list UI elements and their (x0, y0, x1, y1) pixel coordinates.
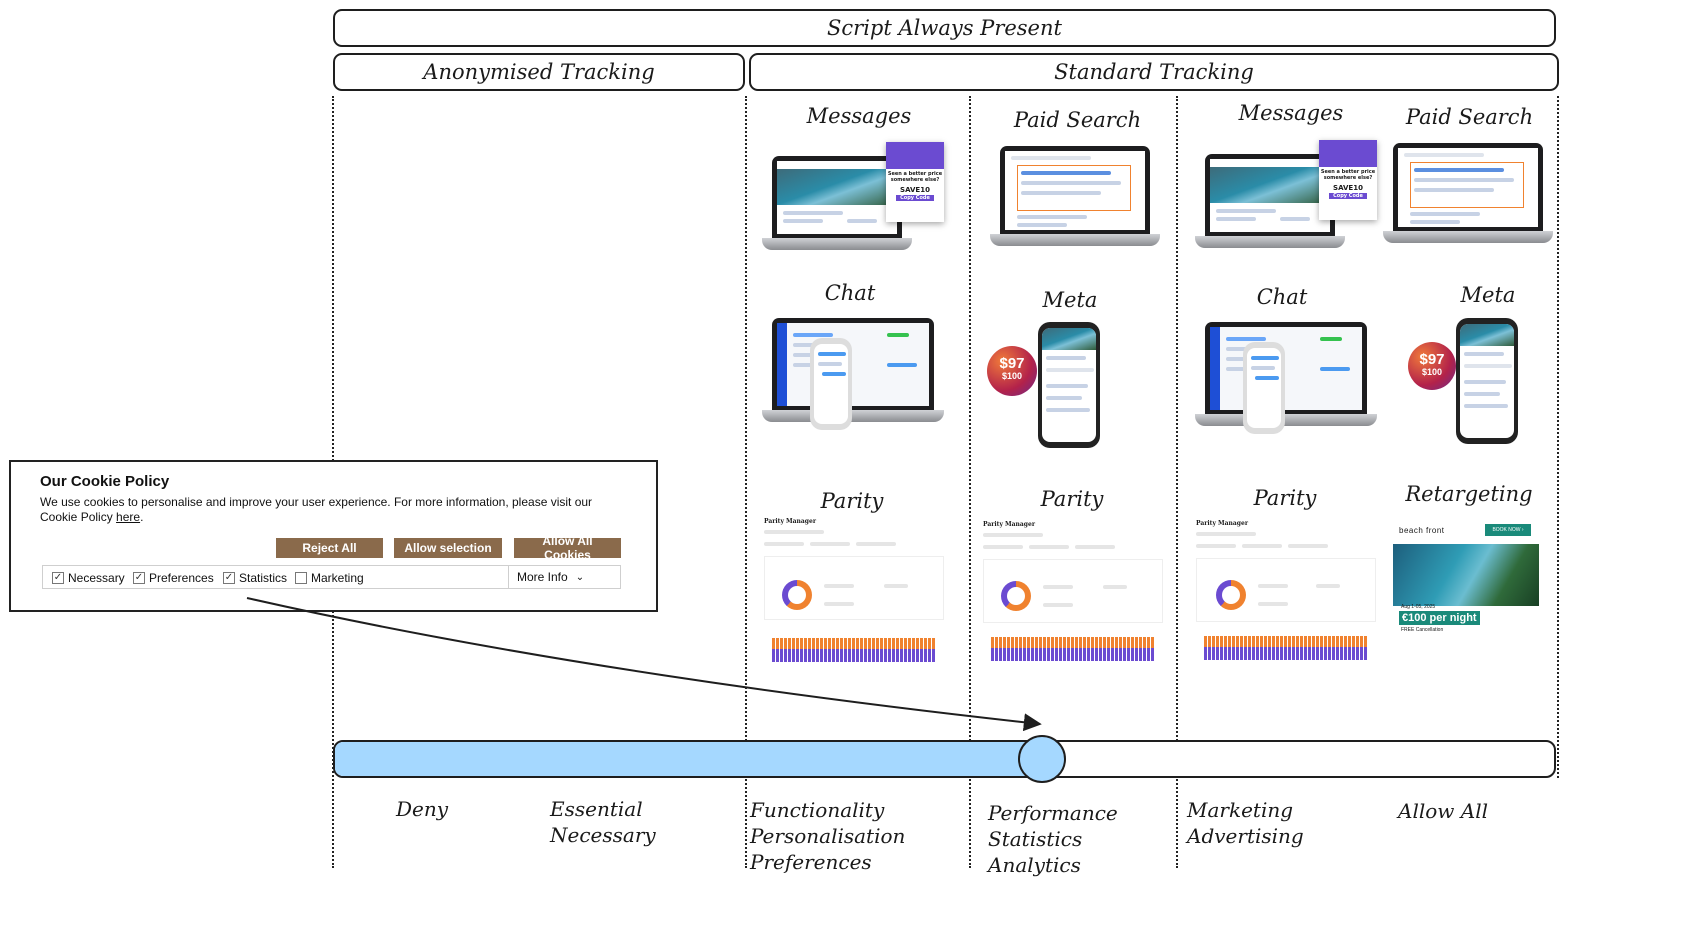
laptop-image (1195, 322, 1377, 426)
bar-chart (1204, 636, 1368, 660)
paid-search-thumbnail (990, 146, 1160, 246)
label-parity: Parity (1040, 487, 1104, 511)
stage-deny: Deny (396, 797, 449, 821)
cookie-policy-panel: Our Cookie Policy We use cookies to pers… (9, 460, 658, 612)
divider-line (1176, 96, 1178, 868)
label-parity: Parity (1253, 486, 1317, 510)
cookie-policy-link[interactable]: here (116, 510, 141, 524)
label-retargeting: Retargeting (1405, 482, 1533, 506)
meta-thumbnail: $97 $100 (986, 322, 1106, 450)
consent-slider-track[interactable] (333, 740, 1556, 778)
anonymised-tracking-label: Anonymised Tracking (423, 60, 655, 84)
script-always-present-label: Script Always Present (827, 16, 1062, 40)
laptop-image (1195, 154, 1345, 248)
laptop-image (762, 318, 944, 422)
stage-allow-all: Allow All (1398, 799, 1488, 823)
donut-chart (782, 580, 812, 610)
cookie-description: We use cookies to personalise and improv… (40, 495, 593, 524)
checkmark-icon: ✓ (52, 572, 64, 584)
allow-all-cookies-button[interactable]: Allow All Cookies (514, 534, 621, 562)
retargeting-thumbnail: beach front BOOK NOW › Aug 1-05, 2025 €1… (1393, 520, 1539, 640)
consent-slider-fill (335, 742, 1045, 776)
checkmark-icon: ✓ (223, 572, 235, 584)
divider-line (1557, 96, 1559, 778)
bar-chart (991, 637, 1155, 661)
bar-chart (772, 638, 936, 662)
messages-thumbnail: Seen a better price somewhere else? SAVE… (1195, 140, 1380, 248)
label-messages: Messages (806, 104, 912, 128)
script-always-present-box: Script Always Present (333, 9, 1556, 47)
donut-chart (1216, 580, 1246, 610)
label-meta: Meta (1042, 288, 1098, 312)
price-badge: $97 $100 (987, 346, 1037, 396)
label-chat: Chat (824, 281, 876, 305)
standard-tracking-box: Standard Tracking (749, 53, 1559, 91)
reject-all-button[interactable]: Reject All (276, 538, 383, 558)
label-messages: Messages (1238, 101, 1344, 125)
label-meta: Meta (1460, 283, 1516, 307)
consent-slider-handle[interactable] (1018, 735, 1067, 783)
parity-thumbnail: Parity Manager (764, 518, 944, 676)
allow-selection-button[interactable]: Allow selection (394, 538, 502, 558)
chevron-down-icon: ⌄ (575, 571, 585, 583)
divider-line (969, 96, 971, 868)
necessary-checkbox[interactable]: ✓Necessary (52, 571, 125, 585)
price-badge: $97 $100 (1408, 342, 1456, 390)
label-paid-search: Paid Search (1405, 105, 1534, 129)
cookie-title: Our Cookie Policy (40, 473, 170, 490)
anonymised-tracking-box: Anonymised Tracking (333, 53, 745, 91)
parity-thumbnail: Parity Manager (1196, 520, 1376, 676)
discount-popup: Seen a better price somewhere else? SAVE… (886, 142, 944, 222)
label-paid-search: Paid Search (1013, 108, 1142, 132)
phone-image (1456, 318, 1518, 444)
divider-line (745, 96, 747, 868)
more-info-toggle[interactable]: More Info ⌄ (508, 566, 620, 588)
checkmark-icon: ✓ (133, 572, 145, 584)
phone-image (1038, 322, 1100, 448)
paid-search-thumbnail (1383, 143, 1553, 243)
chat-thumbnail (762, 318, 944, 430)
standard-tracking-label: Standard Tracking (1054, 60, 1254, 84)
parity-thumbnail: Parity Manager (983, 521, 1163, 676)
preferences-checkbox[interactable]: ✓Preferences (133, 571, 214, 585)
statistics-checkbox[interactable]: ✓Statistics (223, 571, 288, 585)
donut-chart (1001, 581, 1031, 611)
laptop-image (762, 156, 912, 250)
cookie-options-row: ✓Necessary ✓Preferences ✓Statistics Mark… (42, 565, 621, 589)
label-chat: Chat (1256, 285, 1308, 309)
marketing-checkbox[interactable]: Marketing (295, 571, 364, 585)
chat-thumbnail (1195, 322, 1377, 434)
phone-image (1243, 342, 1285, 434)
messages-thumbnail: Seen a better price somewhere else? SAVE… (762, 142, 947, 250)
discount-popup: Seen a better price somewhere else? SAVE… (1319, 140, 1377, 220)
phone-image (810, 338, 852, 430)
label-parity: Parity (820, 489, 884, 513)
meta-thumbnail: $97 $100 (1406, 318, 1526, 446)
